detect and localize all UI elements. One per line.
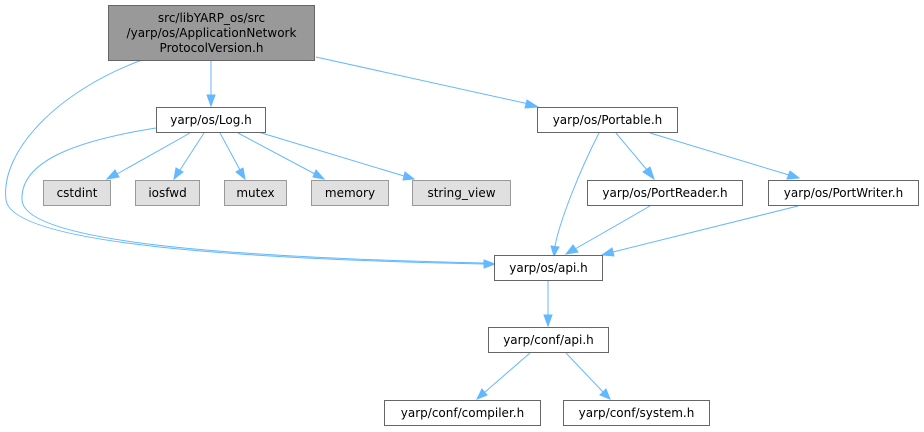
node-memory: memory: [311, 180, 389, 206]
edge-root-portable: [315, 56, 530, 105]
node-conf-api-h[interactable]: yarp/conf/api.h: [488, 327, 609, 353]
node-portwriter-h-label: yarp/os/PortWriter.h: [783, 186, 904, 200]
node-string-view-label: string_view: [427, 186, 496, 200]
edge-portable-portreader: [615, 132, 648, 171]
node-portable-h-label: yarp/os/Portable.h: [552, 113, 663, 127]
root-line-2: /yarp/os/ApplicationNetwork: [126, 25, 297, 40]
edge-log-stringview: [254, 130, 405, 177]
node-log-h[interactable]: yarp/os/Log.h: [156, 107, 266, 133]
edge-arrow: [475, 388, 488, 400]
root-line-3: ProtocolVersion.h: [159, 40, 264, 55]
edge-arrow: [642, 166, 655, 181]
node-portable-h[interactable]: yarp/os/Portable.h: [537, 107, 678, 133]
edge-arrow: [786, 170, 801, 180]
node-iosfwd: iosfwd: [135, 180, 200, 206]
edge-log-iosfwd: [179, 132, 205, 171]
node-system-h[interactable]: yarp/conf/system.h: [563, 400, 710, 426]
edge-portreader-osapi: [574, 205, 651, 250]
node-conf-api-h-label: yarp/conf/api.h: [503, 333, 594, 347]
edge-portable-osapi: [554, 132, 600, 247]
root-line-1: src/libYARP_os/src: [157, 10, 266, 25]
edge-confapi-compiler: [484, 352, 531, 393]
node-portreader-h[interactable]: yarp/os/PortReader.h: [587, 180, 743, 206]
edge-arrow: [402, 171, 416, 181]
edge-arrow: [600, 247, 615, 257]
node-portwriter-h[interactable]: yarp/os/PortWriter.h: [768, 180, 919, 206]
edge-confapi-system: [565, 352, 604, 393]
edge-arrow: [550, 245, 560, 258]
node-mutex: mutex: [224, 180, 287, 206]
edge-arrow: [564, 244, 579, 255]
node-compiler-h[interactable]: yarp/conf/compiler.h: [384, 400, 541, 426]
node-cstdint: cstdint: [43, 180, 111, 206]
edge-portable-portwriter: [649, 132, 790, 176]
edge-arrow: [599, 388, 611, 400]
node-memory-label: memory: [324, 186, 376, 200]
edge-log-memory: [237, 132, 316, 175]
node-string-view: string_view: [412, 180, 511, 206]
node-system-h-label: yarp/conf/system.h: [578, 406, 695, 420]
edge-log-mutex: [219, 132, 241, 171]
edge-arrow: [206, 94, 216, 108]
edge-arrow: [483, 259, 497, 269]
node-iosfwd-label: iosfwd: [148, 186, 187, 200]
node-log-h-label: yarp/os/Log.h: [170, 113, 252, 127]
node-cstdint-label: cstdint: [56, 186, 98, 200]
edge-arrow: [173, 167, 184, 181]
edge-arrow: [105, 169, 120, 180]
edge-portwriter-osapi: [612, 205, 799, 253]
edge-log-osapi: [21, 127, 485, 264]
node-os-api-h[interactable]: yarp/os/api.h: [494, 255, 603, 281]
root-node: src/libYARP_os/src /yarp/os/ApplicationN…: [108, 5, 315, 61]
node-compiler-h-label: yarp/conf/compiler.h: [400, 406, 525, 420]
edge-arrow: [235, 167, 246, 181]
edge-arrow: [524, 99, 540, 109]
edge-root-osapi: [5, 59, 485, 265]
edge-arrow: [312, 169, 326, 180]
node-mutex-label: mutex: [236, 186, 275, 200]
edge-log-cstdint: [116, 132, 191, 175]
edge-arrow: [543, 314, 553, 328]
node-os-api-h-label: yarp/os/api.h: [509, 261, 588, 275]
node-portreader-h-label: yarp/os/PortReader.h: [602, 186, 728, 200]
